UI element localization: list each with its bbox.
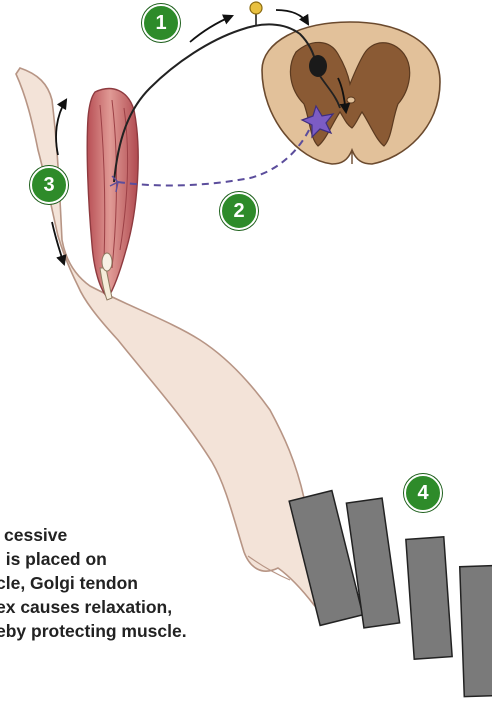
curved-arrow-icon xyxy=(276,10,308,24)
weight-block xyxy=(406,537,452,659)
interneuron-cell-body xyxy=(309,55,327,77)
caption-line: cle, Golgi tendon xyxy=(0,571,356,595)
step-1-badge: 1 xyxy=(142,4,180,42)
caption-line: l is placed on xyxy=(0,547,356,571)
weight-block xyxy=(460,565,492,696)
step-3-badge: 3 xyxy=(30,166,68,204)
caption-line: ex causes relaxation, xyxy=(0,595,356,619)
step-4-badge: 4 xyxy=(404,474,442,512)
biceps-muscle xyxy=(87,89,138,300)
caption-line: cessive xyxy=(0,523,356,547)
caption: cessive l is placed on cle, Golgi tendon… xyxy=(0,523,356,643)
sensory-ganglion xyxy=(250,2,262,14)
curved-arrow-icon xyxy=(190,16,232,42)
spinal-cord-section xyxy=(262,22,440,164)
step-2-badge: 2 xyxy=(220,192,258,230)
caption-line: eby protecting muscle. xyxy=(0,619,356,643)
double-arrow-icon xyxy=(56,100,66,155)
